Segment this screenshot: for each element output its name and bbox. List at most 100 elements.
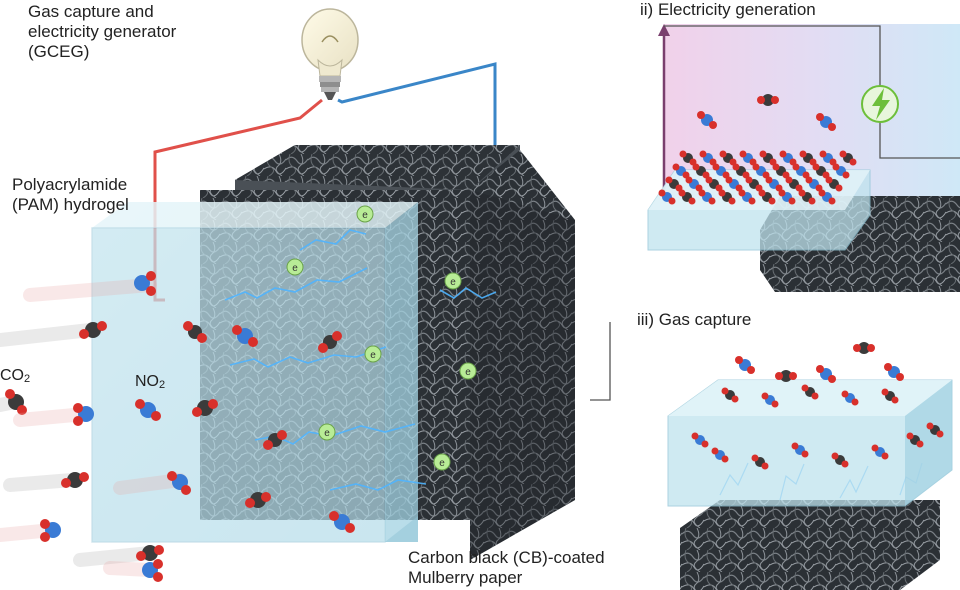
svg-text:e: e bbox=[362, 210, 368, 221]
molecule-no2 bbox=[818, 189, 836, 205]
molecule-co2 bbox=[718, 189, 736, 205]
molecule-co2 bbox=[906, 432, 924, 448]
electron-marker: e bbox=[433, 453, 451, 471]
molecule-no2 bbox=[135, 399, 161, 421]
molecule-co2 bbox=[705, 176, 723, 192]
lightning-bolt-icon bbox=[861, 85, 899, 123]
molecule-co2 bbox=[839, 150, 857, 166]
molecule-no2 bbox=[871, 444, 889, 460]
hydrogel-label: Polyacrylamide (PAM) hydrogel bbox=[12, 175, 129, 215]
molecule-co2 bbox=[719, 150, 737, 166]
molecule-co2 bbox=[853, 342, 875, 354]
molecule-co2 bbox=[758, 189, 776, 205]
co2-label: CO2 bbox=[0, 366, 30, 389]
svg-text:e: e bbox=[439, 458, 445, 469]
paper-label: Carbon black (CB)-coated Mulberry paper bbox=[408, 548, 605, 588]
panel-gas-capture bbox=[590, 322, 953, 590]
molecule-no2 bbox=[791, 442, 809, 458]
molecule-no2 bbox=[725, 176, 743, 192]
panel-electricity-generation bbox=[647, 24, 960, 292]
molecule-no2 bbox=[0, 519, 61, 542]
no2-label: NO2 bbox=[135, 372, 165, 395]
molecule-co2 bbox=[825, 176, 843, 192]
molecule-no2 bbox=[329, 511, 355, 533]
molecule-co2 bbox=[745, 176, 763, 192]
molecule-co2 bbox=[679, 150, 697, 166]
light-bulb-icon bbox=[301, 8, 359, 100]
molecule-co2 bbox=[757, 94, 779, 106]
svg-text:e: e bbox=[450, 277, 456, 288]
molecule-no2 bbox=[658, 189, 676, 205]
molecule-no2 bbox=[778, 189, 796, 205]
paper-label-line: Carbon black (CB)-coated bbox=[408, 548, 605, 567]
molecule-no2 bbox=[816, 113, 836, 131]
molecule-co2 bbox=[881, 388, 899, 404]
molecule-no2 bbox=[761, 392, 779, 408]
gceg-title-line: electricity generator bbox=[28, 22, 177, 41]
molecule-no2 bbox=[841, 390, 859, 406]
molecule-no2 bbox=[232, 325, 258, 347]
no2-label-sub: 2 bbox=[159, 379, 166, 391]
molecule-no2 bbox=[884, 363, 904, 381]
molecule-co2 bbox=[799, 150, 817, 166]
molecule-co2 bbox=[3, 472, 89, 492]
molecule-co2 bbox=[772, 163, 790, 179]
molecule-co2 bbox=[721, 387, 739, 403]
electron-marker: e bbox=[318, 423, 336, 441]
svg-text:e: e bbox=[370, 350, 376, 361]
electron-marker: e bbox=[286, 258, 304, 276]
molecule-no2 bbox=[691, 432, 709, 448]
adsorbed-molecule-layer bbox=[658, 150, 857, 205]
molecule-co2 bbox=[812, 163, 830, 179]
molecule-co2 bbox=[678, 189, 696, 205]
molecule-no2 bbox=[711, 447, 729, 463]
molecule-co2 bbox=[798, 189, 816, 205]
co2-label-sub: 2 bbox=[24, 373, 31, 385]
molecule-no2 bbox=[735, 356, 755, 374]
panel-ii-title: ii) Electricity generation bbox=[640, 0, 816, 19]
gceg-title-line: Gas capture and bbox=[28, 2, 154, 21]
molecule-co2 bbox=[831, 452, 849, 468]
hydrogel-label-line: Polyacrylamide bbox=[12, 175, 128, 194]
molecule-co2 bbox=[0, 389, 27, 415]
molecule-co2 bbox=[0, 321, 107, 347]
molecule-co2 bbox=[73, 545, 164, 567]
molecule-co2 bbox=[751, 454, 769, 470]
electron-marker: e bbox=[444, 272, 462, 290]
incoming-gas-molecules bbox=[0, 271, 355, 582]
molecule-no2 bbox=[103, 559, 163, 582]
blue-wire bbox=[337, 62, 497, 210]
molecule-co2 bbox=[245, 492, 271, 508]
molecule-co2 bbox=[785, 176, 803, 192]
molecule-no2 bbox=[13, 403, 94, 427]
svg-text:e: e bbox=[292, 263, 298, 274]
molecule-co2 bbox=[732, 163, 750, 179]
molecule-no2 bbox=[113, 471, 191, 495]
electron-marker: e bbox=[459, 362, 477, 380]
molecule-co2 bbox=[318, 331, 342, 353]
hydrogel-label-line: (PAM) hydrogel bbox=[12, 195, 129, 214]
electron-marker: e bbox=[356, 205, 374, 223]
molecule-co2 bbox=[183, 321, 207, 343]
molecule-no2 bbox=[698, 189, 716, 205]
molecule-co2 bbox=[926, 422, 944, 438]
molecule-co2 bbox=[192, 399, 218, 417]
molecule-no2 bbox=[816, 365, 836, 383]
molecule-no2 bbox=[23, 271, 157, 302]
molecule-no2 bbox=[697, 111, 717, 129]
molecule-no2 bbox=[739, 150, 757, 166]
molecule-no2 bbox=[832, 163, 850, 179]
molecule-no2 bbox=[712, 163, 730, 179]
electron-marker: e bbox=[364, 345, 382, 363]
panel-iii-title: iii) Gas capture bbox=[637, 310, 752, 329]
molecule-no2 bbox=[779, 150, 797, 166]
captured-molecules bbox=[691, 384, 944, 470]
hydrogel-slab bbox=[91, 202, 418, 543]
svg-text:e: e bbox=[324, 428, 330, 439]
molecule-no2 bbox=[738, 189, 756, 205]
gceg-title-line: (GCEG) bbox=[28, 42, 90, 61]
gceg-title: Gas capture and electricity generator (G… bbox=[28, 2, 176, 62]
molecule-co2 bbox=[263, 430, 287, 450]
paper-label-line: Mulberry paper bbox=[408, 568, 523, 587]
